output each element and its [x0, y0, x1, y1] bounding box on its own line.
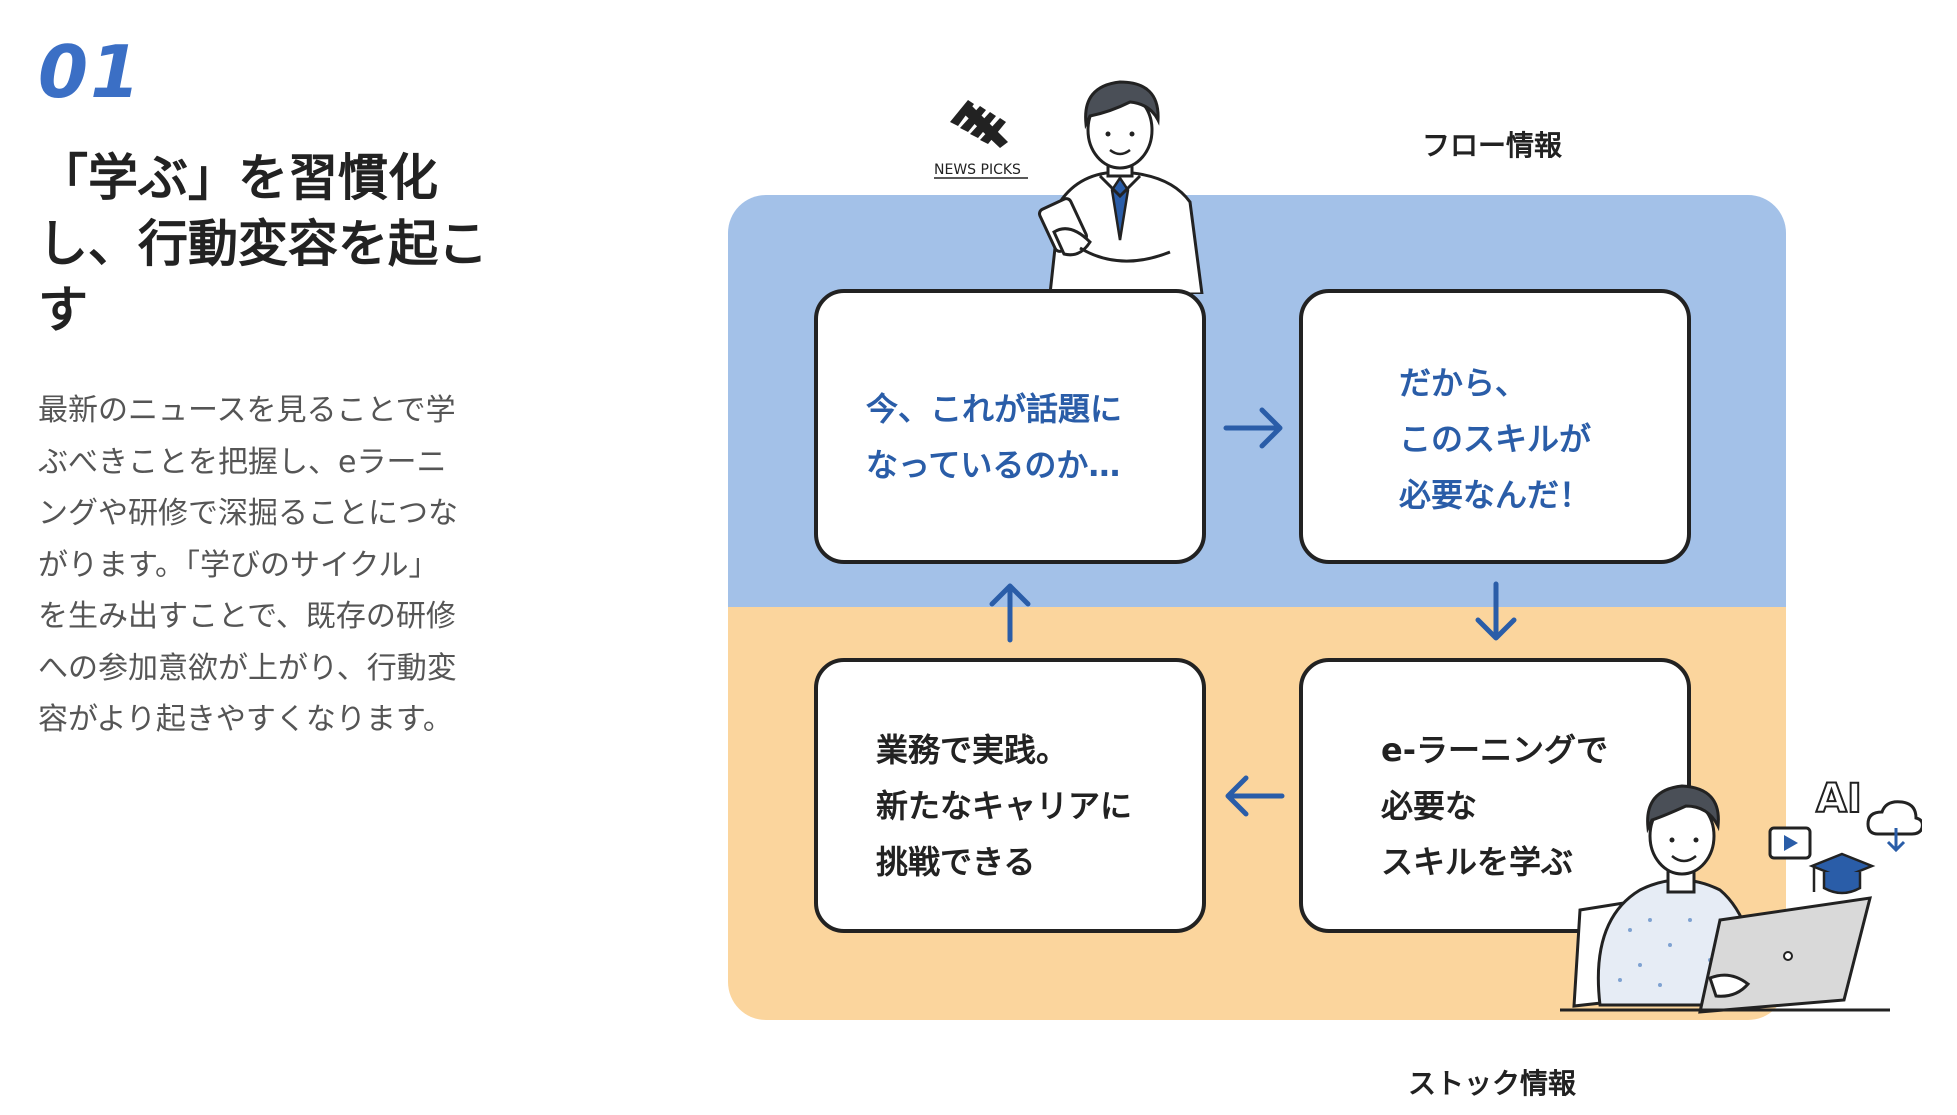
newspicks-logo-mark: NEWS PICKS [934, 100, 1028, 179]
card-text: 業務で実践。 新たなキャリアに 挑戦できる [876, 722, 1132, 890]
section-heading: 「学ぶ」を習慣化 し、行動変容を起こ す [38, 145, 508, 343]
card-line: 必要なんだ！ [1399, 476, 1592, 514]
card-text: 今、これが話題に なっているのか… [866, 381, 1122, 493]
learning-icons-cluster: AI [1762, 768, 1924, 908]
card-line: このスキルが [1399, 420, 1592, 458]
graduation-cap-icon [1808, 852, 1876, 895]
description-line: ぶべきことを把握し、eラーニ [38, 444, 447, 480]
card-line: 業務で実践。 [876, 731, 1069, 769]
card-line: 挑戦できる [876, 843, 1036, 881]
person-laptop-icon [1560, 784, 1890, 1014]
card-line: 必要な [1381, 787, 1478, 825]
ai-label: AI [1816, 776, 1862, 822]
card-line: 今、これが話題に [866, 390, 1123, 428]
card-line: e-ラーニングで [1381, 731, 1608, 769]
heading-line: し、行動変容を起こ [38, 215, 488, 273]
newspicks-logo-text: NEWS PICKS [934, 162, 1021, 178]
section-number: 01 [38, 30, 143, 114]
description-line: を生み出すことで、既存の研修 [38, 599, 456, 634]
cloud-download-icon [1866, 800, 1924, 853]
heading-line: す [38, 281, 88, 339]
description-line: がります。「学びのサイクル」 [38, 547, 439, 583]
description-line: ングや研修で深掘ることにつな [38, 496, 458, 531]
card-line: なっているのか… [866, 446, 1121, 484]
card-text: e-ラーニングで 必要な スキルを学ぶ [1381, 722, 1608, 890]
description-line: 容がより起きやすくなります。 [38, 702, 453, 737]
cycle-card-elearning: e-ラーニングで 必要な スキルを学ぶ [1299, 658, 1691, 933]
person-using-laptop-illustration [1560, 770, 1890, 1020]
person-reading-phone-illustration [1020, 72, 1220, 296]
arrow-up-icon [989, 583, 1031, 643]
person-phone-icon [1038, 80, 1204, 296]
arrow-down-icon [1475, 581, 1517, 641]
section-description: 最新のニュースを見ることで学 ぶべきことを把握し、eラーニ ングや研修で深掘るこ… [38, 385, 508, 746]
card-text: だから、 このスキルが 必要なんだ！ [1399, 355, 1591, 523]
video-play-icon [1768, 826, 1812, 860]
cycle-card-practice: 業務で実践。 新たなキャリアに 挑戦できる [814, 658, 1206, 933]
description-line: 最新のニュースを見ることで学 [38, 393, 456, 428]
card-line: 新たなキャリアに [876, 787, 1133, 825]
card-line: スキルを学ぶ [1381, 843, 1574, 881]
cycle-card-trending-news: 今、これが話題に なっているのか… [814, 289, 1206, 564]
card-line: だから、 [1399, 364, 1528, 402]
cycle-card-skill-needed: だから、 このスキルが 必要なんだ！ [1299, 289, 1691, 564]
heading-line: 「学ぶ」を習慣化 [38, 149, 438, 207]
flow-info-label: フロー情報 [1422, 129, 1563, 162]
arrow-right-icon [1223, 407, 1283, 449]
stock-info-label: ストック情報 [1408, 1067, 1577, 1100]
description-line: への参加意欲が上がり、行動変 [38, 650, 457, 686]
learning-icons-svg: AI [1768, 775, 1924, 895]
newspicks-logo: NEWS PICKS [928, 92, 1038, 182]
arrow-left-icon [1225, 775, 1285, 817]
